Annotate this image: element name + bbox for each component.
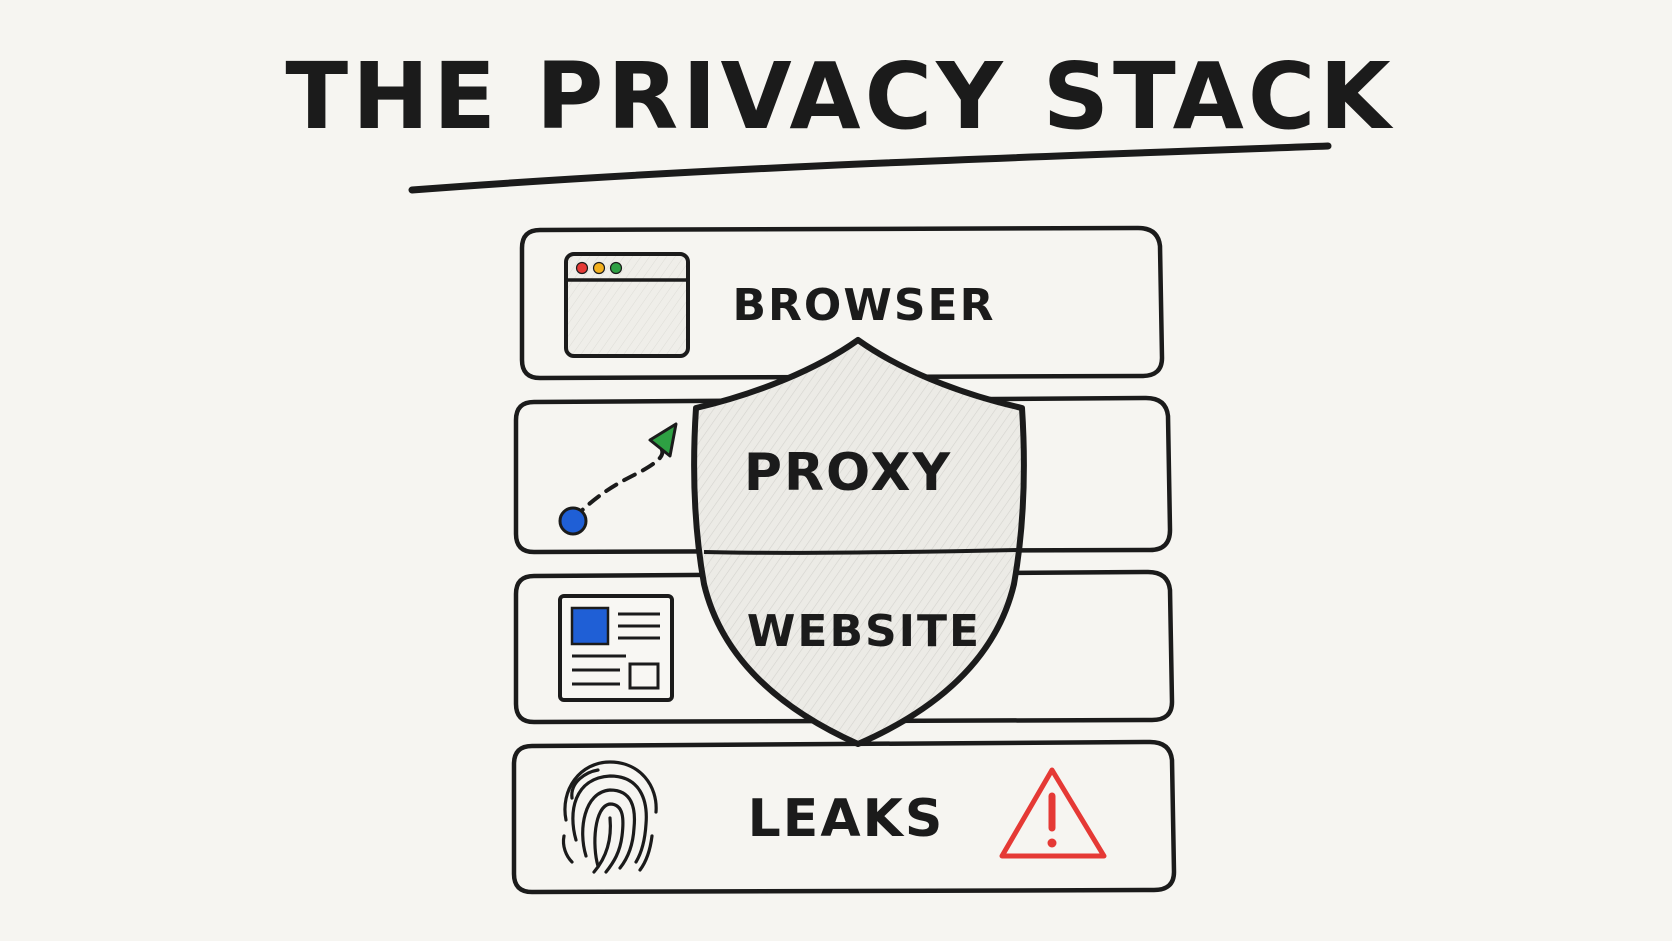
title-underline [408, 142, 1332, 194]
layer-proxy [513, 395, 1173, 555]
fingerprint-icon [561, 760, 658, 874]
layer-leaks-box [511, 739, 1177, 895]
route-arrow-icon [558, 422, 678, 536]
webpage-layout-icon [558, 594, 674, 702]
layer-website-box [513, 569, 1175, 725]
diagram-title: THE PRIVACY STACK [285, 43, 1394, 150]
browser-window-icon [564, 252, 690, 358]
warning-triangle-icon [999, 767, 1107, 859]
layer-proxy-box [513, 395, 1173, 555]
layer-browser: BROWSER [519, 225, 1165, 381]
layer-website [513, 569, 1175, 725]
browser-dot-yellow [592, 261, 606, 275]
layer-leaks: LEAKS [511, 739, 1177, 895]
layer-leaks-label: LEAKS [748, 789, 945, 849]
layer-proxy-label: PROXY [744, 443, 952, 503]
shield-icon [691, 337, 1027, 747]
browser-dot-red [575, 261, 589, 275]
route-arrow-head [648, 422, 678, 458]
browser-dot-green [609, 261, 623, 275]
shield-body [691, 337, 1027, 747]
layer-browser-label: BROWSER [733, 280, 996, 331]
webpage-image-block [570, 606, 610, 646]
shield-divider [703, 548, 1019, 555]
layer-website-label: WEBSITE [747, 606, 981, 657]
route-start-node [558, 506, 588, 536]
layer-browser-box [519, 225, 1165, 381]
